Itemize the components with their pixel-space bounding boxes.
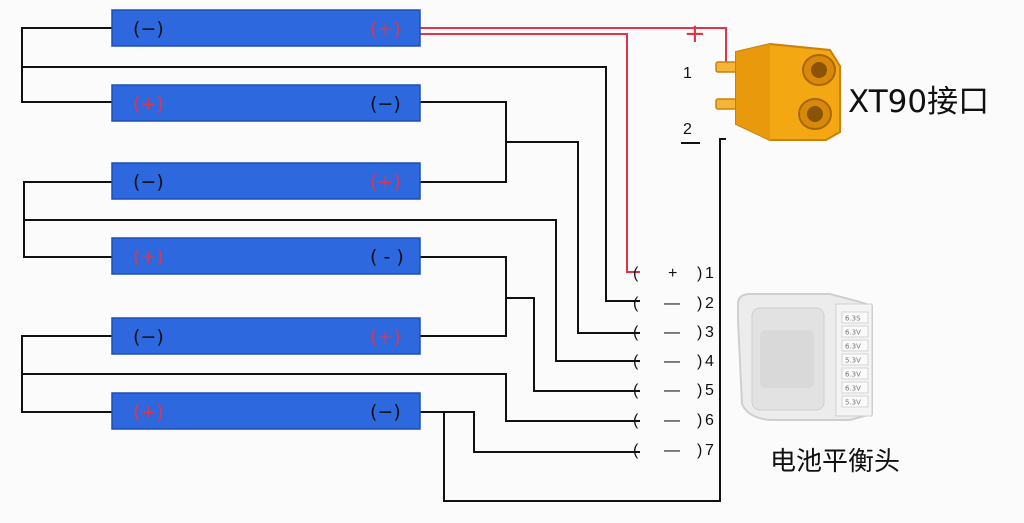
- cell-right-terminal: (−): [370, 401, 401, 423]
- pin-close-paren: ): [697, 295, 702, 312]
- battery-cells: (−) (+) (+) (−) (−) (+) (+) ( - ) (−) (+) (+) (−): [111, 9, 421, 430]
- balance-pin-sign: —: [664, 324, 680, 341]
- battery-cell: [111, 317, 421, 355]
- xt90-label: XT90接口: [848, 84, 989, 120]
- plug-slot: [841, 395, 869, 408]
- balance-plug-icon: 6.3S 6.3V 6.3V 5.3V 6.3V 6.3V 5.3V: [737, 293, 873, 421]
- wire-main-negative: [420, 138, 726, 502]
- cell-left-terminal: (−): [133, 326, 164, 348]
- cell-left-terminal: (+): [133, 246, 164, 268]
- cell-left-terminal: (−): [133, 171, 164, 193]
- cell-left-terminal: (+): [133, 401, 164, 423]
- wire-balance-5: [506, 297, 640, 392]
- balance-pin-sign: —: [664, 353, 680, 370]
- pin-close-paren: ): [697, 442, 702, 459]
- balance-pin-sign: —: [664, 295, 680, 312]
- balance-pin-number: 6: [705, 412, 714, 429]
- plug-slot-label: 6.3V: [845, 371, 861, 379]
- wire-balance-3: [506, 141, 640, 334]
- pin-open-paren: (: [633, 442, 639, 459]
- cell-right-terminal: (−): [370, 93, 401, 115]
- pin-close-paren: ): [697, 324, 702, 341]
- xt90-connector-icon: [715, 42, 841, 141]
- cell-right-terminal: (+): [370, 326, 401, 348]
- balance-pin-number: 4: [705, 353, 714, 370]
- plug-slot-label: 5.3V: [845, 357, 861, 365]
- balance-pin-sign: —: [664, 412, 680, 429]
- balance-pin-labels: (+)1(—)2(—)3(—)4(—)5(—)6(—)7: [633, 265, 714, 459]
- pin-open-paren: (: [633, 265, 639, 282]
- balance-pin-sign: —: [664, 442, 680, 459]
- series-wiring: [21, 27, 726, 502]
- plug-slot: [841, 311, 869, 324]
- balance-pin-number: 5: [705, 382, 714, 399]
- xt90-plus-label: +: [684, 19, 706, 49]
- plug-slot-label: 6.3V: [845, 385, 861, 393]
- balance-pin-number: 1: [705, 265, 714, 282]
- battery-cell: [111, 162, 421, 200]
- pin-close-paren: ): [697, 265, 702, 282]
- battery-cell: [111, 237, 421, 275]
- balance-label: 电池平衡头: [770, 447, 900, 477]
- balance-pin-number: 7: [705, 442, 714, 459]
- plug-slot: [841, 353, 869, 366]
- cell-right-terminal: ( - ): [370, 246, 404, 268]
- plug-slot-label: 6.3V: [845, 329, 861, 337]
- pin-open-paren: (: [633, 412, 639, 429]
- cell-right-terminal: (+): [370, 171, 401, 193]
- battery-cell: [111, 84, 421, 122]
- pin-close-paren: ): [697, 353, 702, 370]
- wire-c2-c3: [420, 101, 507, 183]
- wire-balance-2: [22, 66, 640, 302]
- battery-cell: [111, 392, 421, 430]
- pin-open-paren: (: [633, 324, 639, 341]
- balance-pin-number: 3: [705, 324, 714, 341]
- plug-slot: [841, 325, 869, 338]
- pin-close-paren: ): [697, 382, 702, 399]
- wire-balance-1: [420, 33, 640, 273]
- plug-slot: [841, 367, 869, 380]
- balance-pin-sign: +: [668, 265, 677, 282]
- plug-slot-label: 6.3V: [845, 343, 861, 351]
- cell-left-terminal: (−): [133, 18, 164, 40]
- xt90-pin1-label: 1: [683, 65, 692, 82]
- wire-c1-c2: [21, 27, 112, 103]
- wire-balance-6: [22, 373, 640, 422]
- pin-open-paren: (: [633, 295, 639, 312]
- balance-pin-sign: —: [664, 382, 680, 399]
- pin-open-paren: (: [633, 382, 639, 399]
- plug-slot-label: 5.3V: [845, 399, 861, 407]
- pin-open-paren: (: [633, 353, 639, 370]
- xt90-pin2-label: 2: [683, 121, 692, 138]
- wire-balance-4: [24, 219, 640, 362]
- wire-balance-7: [420, 411, 640, 453]
- plug-slot-label: 6.3S: [845, 315, 861, 323]
- wire-c4-c5: [420, 256, 507, 337]
- plug-slot: [841, 381, 869, 394]
- cell-left-terminal: (+): [133, 93, 164, 115]
- balance-pin-number: 2: [705, 295, 714, 312]
- cell-right-terminal: (+): [370, 18, 401, 40]
- plug-slot: [841, 339, 869, 352]
- pin-close-paren: ): [697, 412, 702, 429]
- battery-cell: [111, 9, 421, 47]
